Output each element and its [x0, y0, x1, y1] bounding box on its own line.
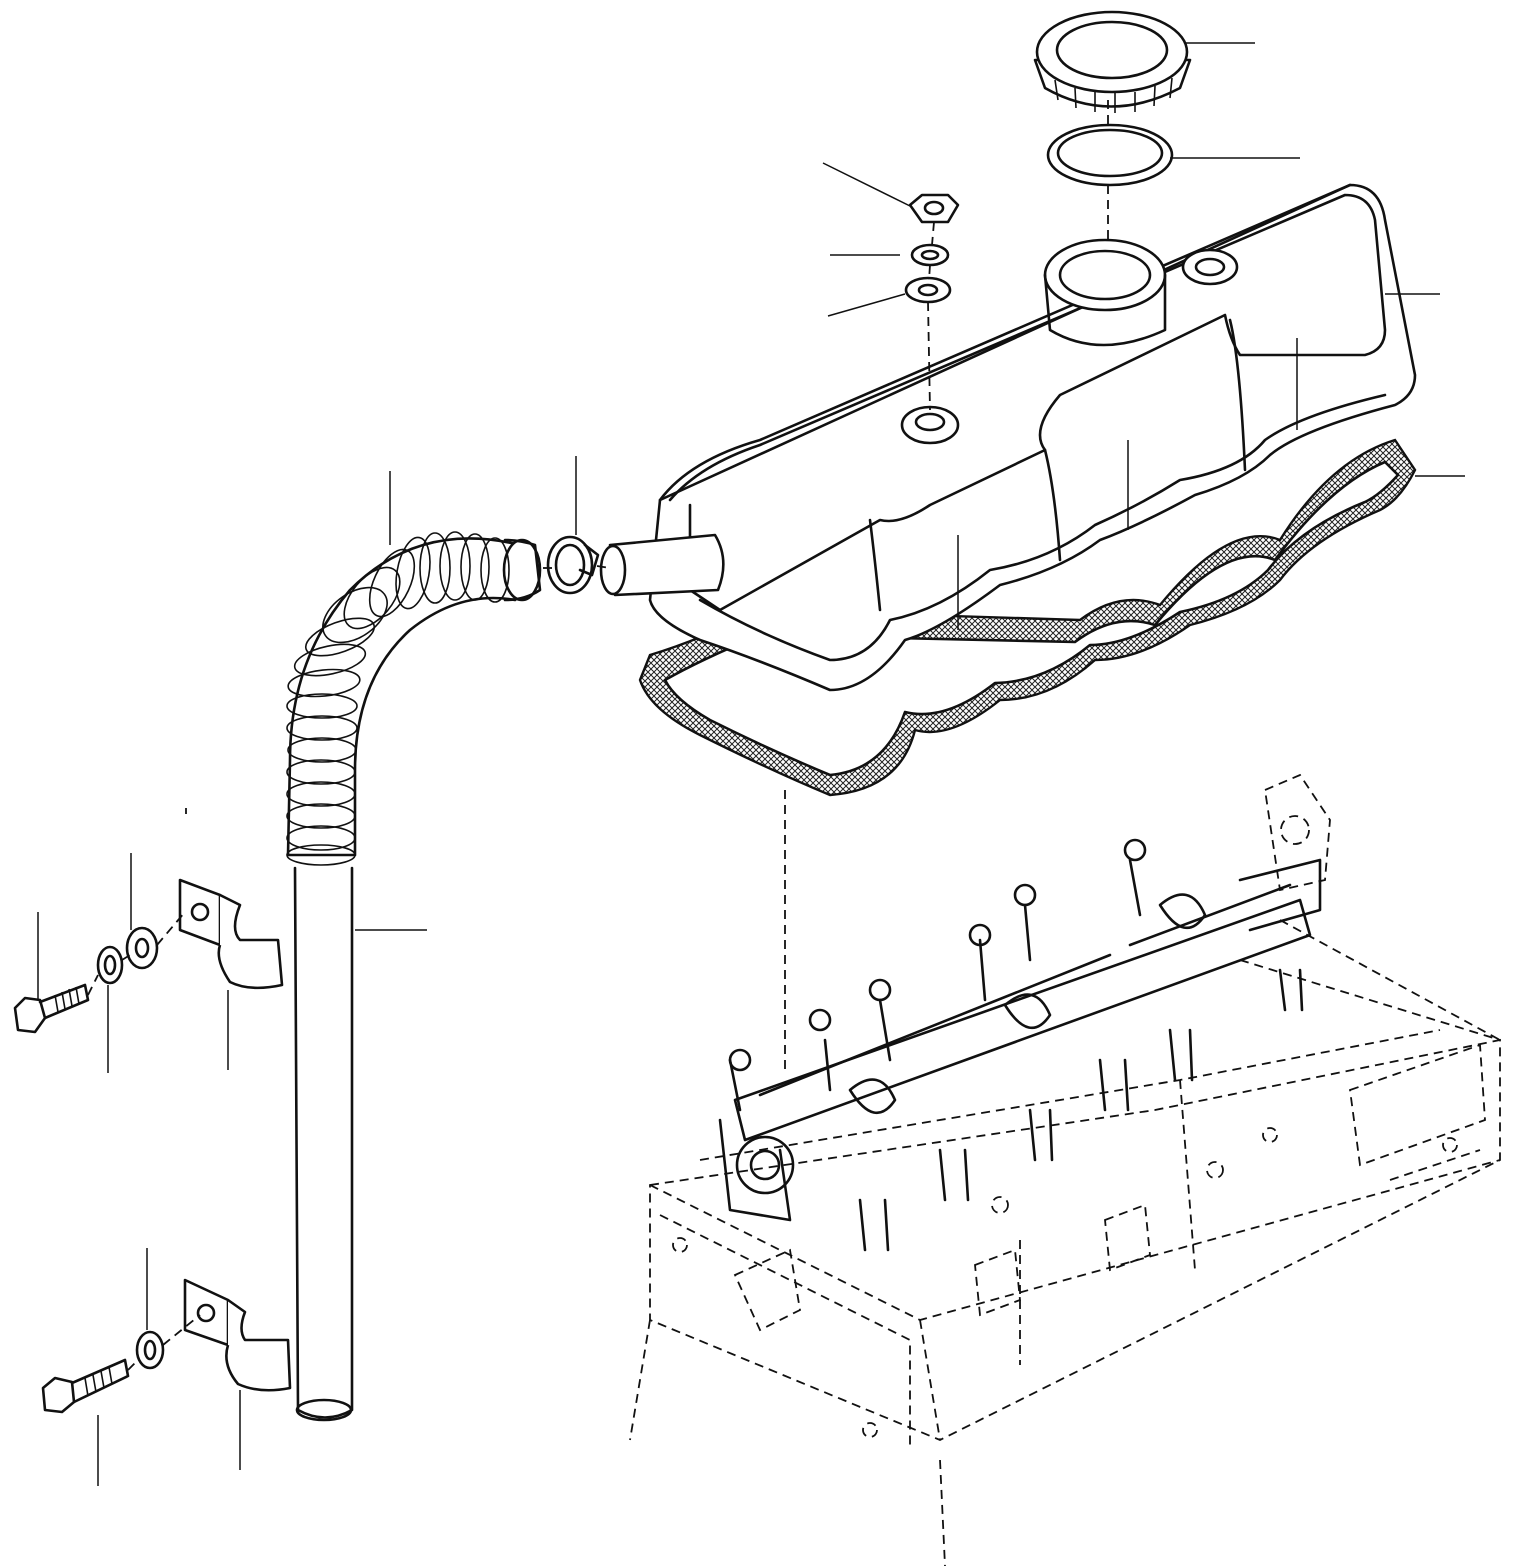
rocker-arm-assembly	[718, 838, 1322, 1252]
breather-pipe	[293, 866, 354, 1422]
spring-washer	[910, 243, 950, 267]
adjusting-screws	[728, 838, 1147, 1072]
lock-washer-lower	[135, 1330, 165, 1370]
cover-boss-right	[1181, 248, 1239, 286]
rocker-cover-gasket	[638, 438, 1417, 797]
pipe-clamp-lower	[183, 1278, 292, 1392]
hose-corrugations	[286, 531, 510, 866]
callout-leaders	[37, 42, 1465, 1486]
filler-neck	[1043, 238, 1167, 347]
lock-washer-upper	[96, 945, 124, 985]
oil-filler-cap	[1033, 10, 1192, 113]
nut	[908, 193, 960, 224]
bolt-lower	[41, 1358, 130, 1414]
assembly-center-lines	[87, 100, 1109, 1371]
cover-boss-center	[900, 405, 960, 445]
bolt-upper	[13, 983, 90, 1034]
cylinder-head	[629, 773, 1501, 1566]
push-rods	[858, 968, 1304, 1252]
hose-clamp	[546, 535, 600, 595]
seal-washer	[904, 276, 952, 304]
rocker-cover	[599, 183, 1417, 692]
breather-outlet	[599, 533, 725, 597]
cap-gasket	[1046, 123, 1174, 187]
flat-washer-upper	[125, 926, 159, 970]
pipe-clamp-upper	[178, 878, 284, 990]
breather-hose	[286, 531, 542, 866]
